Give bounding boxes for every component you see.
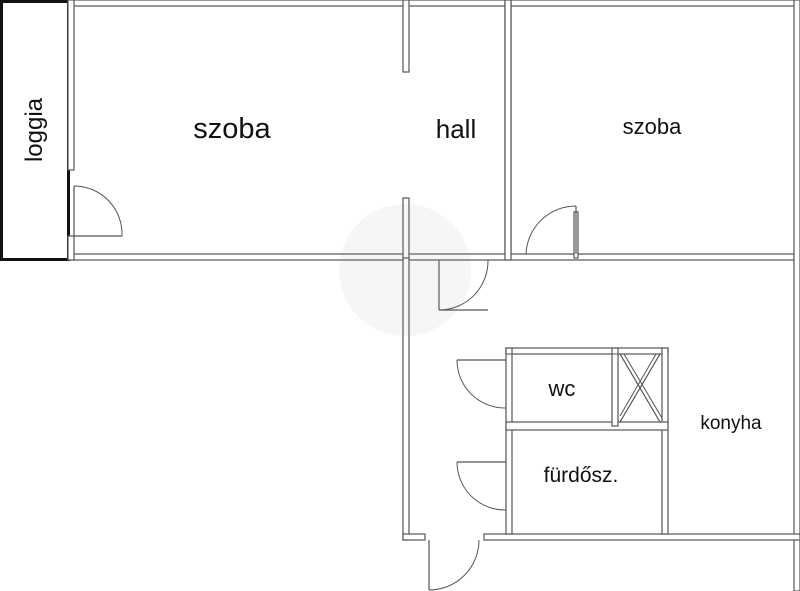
door-hall-lower — [438, 259, 489, 311]
furdoszoba-label: fürdősz. — [544, 464, 619, 487]
door-bathroom — [456, 461, 507, 511]
partition-hall-szoba — [504, 0, 512, 261]
loggia-label: loggia — [21, 97, 48, 162]
door-entrance — [428, 539, 480, 591]
door-wc — [456, 359, 507, 409]
watermark-logo — [339, 204, 471, 336]
shaft-x — [619, 353, 663, 423]
door-right-szoba — [525, 205, 577, 255]
hall-label: hall — [436, 114, 476, 144]
wc-label: wc — [548, 376, 576, 401]
szoba-left-label: szoba — [193, 113, 271, 145]
konyha-label: konyha — [700, 413, 762, 434]
door-left-szoba — [73, 185, 123, 237]
szoba-right-label: szoba — [623, 114, 682, 139]
upper-walls — [67, 0, 800, 591]
lower-walls — [402, 257, 800, 541]
wc-bath-block — [505, 347, 669, 535]
